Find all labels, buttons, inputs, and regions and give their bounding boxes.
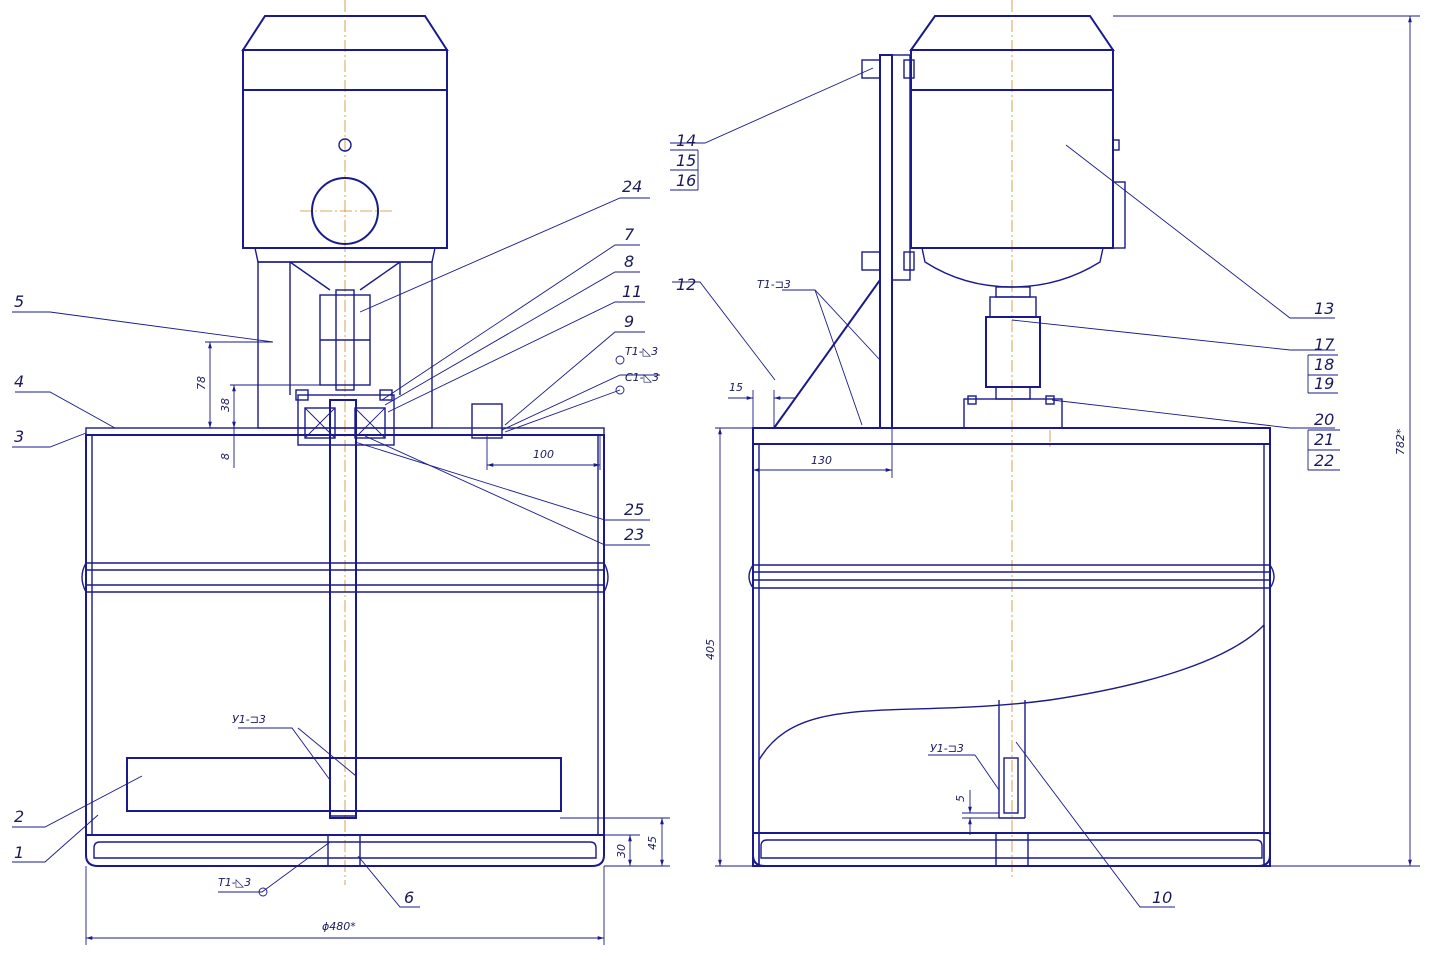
callout-12: 12 bbox=[676, 275, 696, 294]
dimensions-right bbox=[715, 15, 1420, 867]
weld-mark-t1-right: Т1-⊐3 bbox=[757, 278, 791, 291]
dim-38: 38 bbox=[219, 398, 232, 412]
leaders-left bbox=[12, 197, 660, 908]
dim-30: 30 bbox=[615, 844, 628, 858]
dimensions-left bbox=[85, 341, 670, 945]
dim-405: 405 bbox=[704, 639, 717, 660]
callout-9: 9 bbox=[624, 312, 634, 331]
callout-labels-right: 14 15 16 12 13 17 18 19 20 21 22 10 bbox=[676, 131, 1335, 907]
callout-6: 6 bbox=[404, 888, 414, 907]
callout-2: 2 bbox=[14, 807, 24, 826]
weld-mark-u1-left: У1-⊐3 bbox=[232, 713, 266, 726]
tank-body-right bbox=[748, 427, 1275, 867]
callout-22: 22 bbox=[1314, 451, 1334, 470]
dim-100: 100 bbox=[533, 448, 554, 461]
dimension-labels-right: 15 130 405 5 782* bbox=[704, 381, 1407, 802]
dim-diameter-480: ϕ480* bbox=[322, 920, 356, 933]
callout-24: 24 bbox=[622, 177, 642, 196]
callout-17: 17 bbox=[1314, 335, 1335, 354]
dim-130: 130 bbox=[811, 454, 832, 467]
dim-78: 78 bbox=[195, 376, 208, 390]
callout-8: 8 bbox=[624, 252, 634, 271]
coupling-right bbox=[963, 286, 1063, 429]
weld-mark-t1-lid: Т1-◺3 bbox=[625, 345, 658, 358]
callout-3: 3 bbox=[14, 427, 24, 446]
right-view: 14 15 16 12 13 17 18 19 20 21 22 10 Т1-⊐… bbox=[670, 0, 1420, 908]
callout-18: 18 bbox=[1314, 355, 1334, 374]
dim-8: 8 bbox=[219, 453, 232, 460]
left-view: 24 7 8 11 9 5 4 3 2 1 6 25 23 Т1-◺3 С1-◺… bbox=[12, 0, 670, 945]
coupling-left bbox=[319, 289, 371, 391]
callout-15: 15 bbox=[676, 151, 696, 170]
weld-mark-c1: С1-◺3 bbox=[625, 371, 659, 384]
callout-11: 11 bbox=[622, 282, 642, 301]
weld-mark-u1-right: У1-⊐3 bbox=[930, 742, 964, 755]
dimension-labels-left: 78 38 8 100 30 45 ϕ480* bbox=[195, 376, 659, 933]
callout-10: 10 bbox=[1152, 888, 1172, 907]
callout-1: 1 bbox=[14, 843, 24, 862]
dim-15: 15 bbox=[729, 381, 743, 394]
callout-21: 21 bbox=[1314, 430, 1334, 449]
shaft-left bbox=[327, 399, 361, 867]
callout-14: 14 bbox=[676, 131, 696, 150]
dim-5: 5 bbox=[954, 795, 967, 802]
callout-16: 16 bbox=[676, 171, 696, 190]
callout-19: 19 bbox=[1314, 374, 1334, 393]
weld-mark-t1-bottom: Т1-◺3 bbox=[218, 876, 251, 889]
callout-4: 4 bbox=[14, 372, 24, 391]
callout-20: 20 bbox=[1314, 410, 1334, 429]
callout-boxes-right bbox=[670, 149, 1340, 471]
shaft-right bbox=[995, 700, 1029, 867]
leaders-right bbox=[670, 67, 1335, 908]
callout-13: 13 bbox=[1314, 299, 1334, 318]
callout-23: 23 bbox=[624, 525, 644, 544]
dim-45: 45 bbox=[646, 836, 659, 850]
weld-marks-right: Т1-⊐3 У1-⊐3 bbox=[757, 278, 964, 755]
weld-marks-left: Т1-◺3 С1-◺3 У1-⊐3 Т1-◺3 bbox=[218, 345, 659, 889]
motor-right bbox=[909, 15, 1126, 288]
dim-782: 782* bbox=[1394, 428, 1407, 455]
callout-25: 25 bbox=[624, 500, 644, 519]
impeller-blade bbox=[126, 757, 562, 812]
callout-labels-left: 24 7 8 11 9 5 4 3 2 1 6 25 23 bbox=[14, 177, 644, 907]
motor-left bbox=[241, 15, 449, 263]
callout-5: 5 bbox=[14, 292, 24, 311]
callout-7: 7 bbox=[624, 225, 635, 244]
